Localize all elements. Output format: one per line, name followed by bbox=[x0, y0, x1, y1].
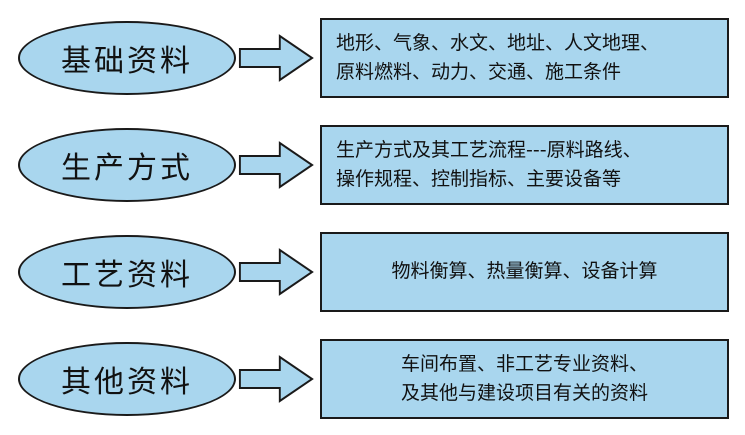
diagram-row-basic-data: 基础资料 地形、气象、水文、地址、人文地理、 原料燃料、动力、交通、施工条件 bbox=[18, 16, 729, 100]
detail-line: 操作规程、控制指标、主要设备等 bbox=[336, 168, 622, 190]
category-ellipse-production-method: 生产方式 bbox=[18, 128, 236, 202]
detail-line: 地形、气象、水文、地址、人文地理、 bbox=[336, 31, 660, 54]
diagram-row-production-method: 生产方式 生产方式及其工艺流程---原料路线、 操作规程、控制指标、主要设备等 bbox=[18, 123, 729, 207]
arrow-right-icon bbox=[238, 355, 314, 403]
detail-line: 原料燃料、动力、交通、施工条件 bbox=[336, 61, 622, 83]
category-ellipse-process-data: 工艺资料 bbox=[18, 235, 236, 309]
arrow-right-icon bbox=[238, 141, 314, 189]
detail-box-process-data: 物料衡算、热量衡算、设备计算 bbox=[320, 232, 729, 312]
category-ellipse-basic-data: 基础资料 bbox=[18, 21, 236, 95]
detail-line: 物料衡算、热量衡算、设备计算 bbox=[391, 260, 658, 283]
diagram-row-other-data: 其他资料 车间布置、非工艺专业资料、 及其他与建设项目有关的资料 bbox=[18, 337, 729, 421]
detail-line: 生产方式及其工艺流程---原料路线、 bbox=[336, 138, 642, 161]
diagram-row-process-data: 工艺资料 物料衡算、热量衡算、设备计算 bbox=[18, 230, 729, 314]
arrow-right-icon bbox=[238, 248, 314, 296]
detail-box-other-data: 车间布置、非工艺专业资料、 及其他与建设项目有关的资料 bbox=[320, 339, 729, 419]
detail-box-basic-data: 地形、气象、水文、地址、人文地理、 原料燃料、动力、交通、施工条件 bbox=[320, 18, 729, 98]
detail-line: 及其他与建设项目有关的资料 bbox=[400, 382, 648, 404]
category-ellipse-other-data: 其他资料 bbox=[18, 342, 236, 416]
category-label: 生产方式 bbox=[61, 151, 193, 186]
category-label: 工艺资料 bbox=[61, 258, 193, 293]
category-label: 基础资料 bbox=[61, 44, 193, 79]
category-label: 其他资料 bbox=[61, 365, 193, 400]
detail-line: 车间布置、非工艺专业资料、 bbox=[400, 352, 648, 375]
arrow-right-icon bbox=[238, 34, 314, 82]
detail-box-production-method: 生产方式及其工艺流程---原料路线、 操作规程、控制指标、主要设备等 bbox=[320, 125, 729, 205]
